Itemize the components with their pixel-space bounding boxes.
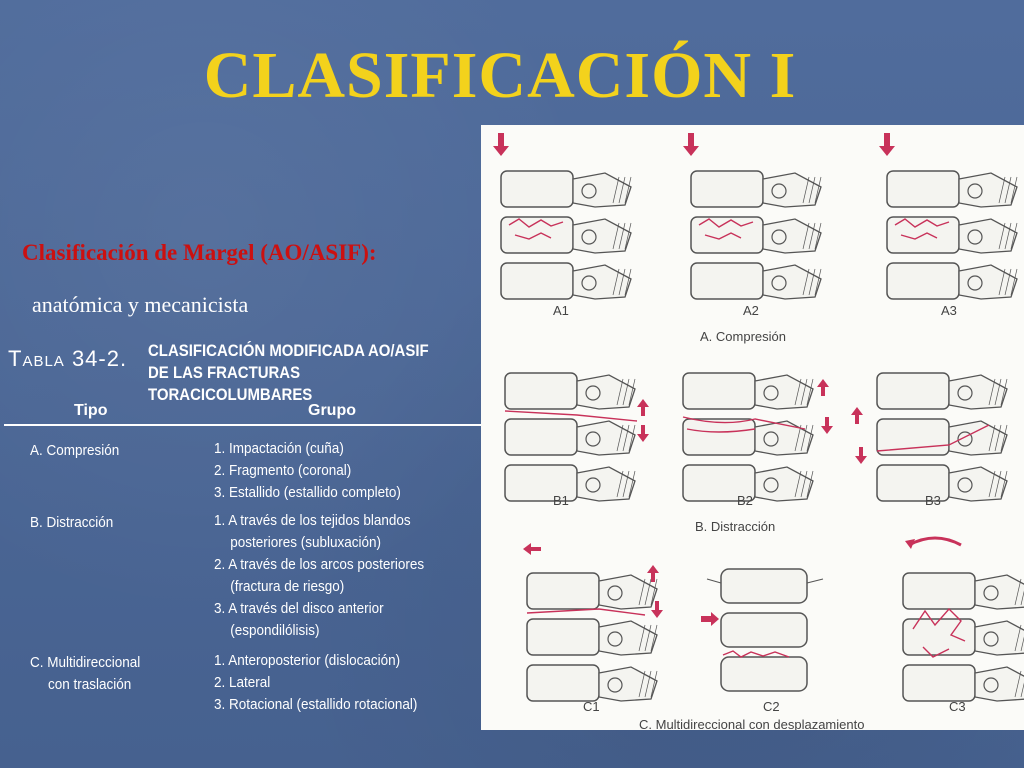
vertebra-drawing-b2 bbox=[682, 372, 833, 502]
vertebra-drawing-c1 bbox=[523, 543, 663, 702]
table-row-groups: 1. A través de los tejidos blandos poste… bbox=[214, 512, 425, 639]
fracture-illustration: A1 A2 A3 A. Compresión B1 B2 B3 B. Distr… bbox=[481, 125, 1024, 730]
figure-label-a1: A1 bbox=[553, 303, 569, 318]
section-caption-a: A. Compresión bbox=[700, 329, 786, 344]
table-row-type: A. Compresión bbox=[30, 442, 120, 459]
column-header-tipo: Tipo bbox=[74, 402, 108, 419]
vertebrae-drawings: A1 A2 A3 A. Compresión B1 B2 B3 B. Distr… bbox=[493, 133, 1024, 730]
table-row-groups: 1. Impactación (cuña) 2. Fragmento (coro… bbox=[214, 440, 401, 501]
classification-table: TABLA 34-2. CLASIFICACIÓN MODIFICADA AO/… bbox=[4, 336, 482, 728]
table-row-groups: 1. Anteroposterior (dislocación) 2. Late… bbox=[214, 652, 418, 713]
figure-label-c2: C2 bbox=[763, 699, 780, 714]
table-row-type: B. Distracción bbox=[30, 514, 114, 531]
figure-label-b2: B2 bbox=[737, 493, 753, 508]
vertebra-drawing-b3 bbox=[851, 372, 1008, 502]
figure-label-b1: B1 bbox=[553, 493, 569, 508]
table-row-type: C. Multidireccional con traslación bbox=[30, 654, 141, 693]
section-caption-c: C. Multidireccional con desplazamiento bbox=[639, 717, 864, 730]
column-header-grupo: Grupo bbox=[308, 402, 356, 419]
table-divider bbox=[4, 424, 482, 426]
figure-label-c1: C1 bbox=[583, 699, 600, 714]
slide-title: CLASIFICACIÓN I bbox=[203, 39, 797, 112]
section-caption-b: B. Distracción bbox=[695, 519, 775, 534]
table-caption: CLASIFICACIÓN MODIFICADA AO/ASIF DE LAS … bbox=[148, 341, 429, 404]
vertebra-drawing-c3 bbox=[902, 536, 1024, 702]
vertebra-drawing-a2 bbox=[683, 133, 822, 300]
figure-label-a3: A3 bbox=[941, 303, 957, 318]
vertebra-drawing-c2 bbox=[701, 568, 824, 692]
table-label: TABLA 34-2. bbox=[8, 346, 128, 371]
figure-label-c3: C3 bbox=[949, 699, 966, 714]
figure-label-b3: B3 bbox=[925, 493, 941, 508]
vertebra-drawing-a3 bbox=[879, 133, 1018, 300]
classification-subtitle: Clasificación de Margel (AO/ASIF): bbox=[22, 240, 377, 265]
figure-label-a2: A2 bbox=[743, 303, 759, 318]
classification-description: anatómica y mecanicista bbox=[32, 292, 249, 317]
vertebra-drawing-b1 bbox=[504, 372, 649, 502]
vertebra-drawing-a1 bbox=[493, 133, 632, 300]
